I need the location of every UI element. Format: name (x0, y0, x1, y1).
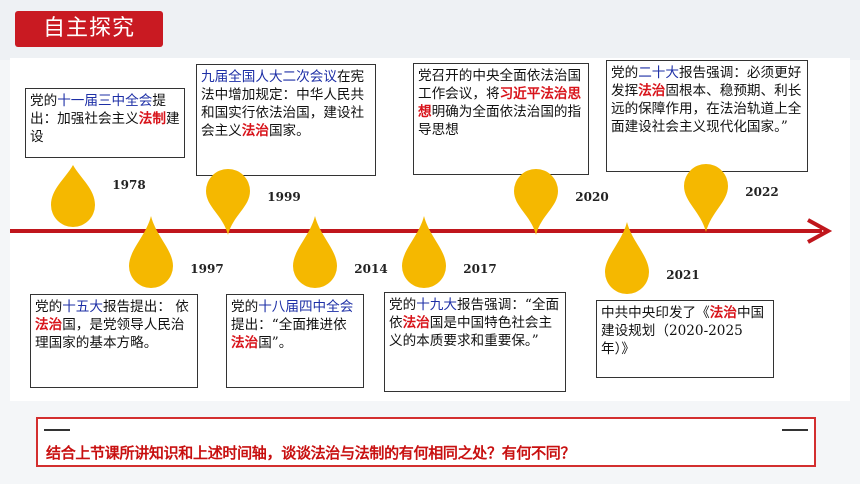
event-card-2020: 党召开的中央全面依法治国工作会议，将习近平法治思想明确为全面依法治国的指导思想 (413, 63, 589, 175)
event-card-1999: 九届全国人大二次会议在宪法中增加规定：中华人民共和国实行依法治国，建设社会主义法… (196, 64, 376, 176)
card-text-segment: 提出：加强社会主义 (30, 93, 166, 127)
year-marker-2014: 2014 (287, 216, 388, 288)
card-text-segment: 固根本、稳预期、利长远的保障作用，在法治轨道上全面建设社会主义现代化国家。” (611, 83, 802, 135)
card-text-segment: 法治 (35, 317, 63, 333)
card-text-segment: 法制 (138, 111, 166, 127)
card-text-segment: 法治 (402, 315, 430, 331)
card-text-segment: 习近平法治思想 (418, 86, 582, 120)
card-text-segment: 国是中国特色社会主义的本质要求和重要保。” (389, 315, 553, 349)
card-text-segment: 提出：“全面推进依 (231, 317, 347, 333)
card-text-segment: 九届全国人大二次会议 (201, 69, 337, 85)
card-text-segment: 国，是党领导人民治理国家的基本方略。 (35, 317, 185, 351)
card-text-segment: 报告强调：“全面依 (389, 297, 560, 331)
year-marker-1997: 1997 (123, 216, 224, 288)
card-text-segment: 二十大 (638, 65, 679, 81)
year-marker-1999: 1999 (200, 165, 301, 235)
question-text: 结合上节课所讲知识和上述时间轴，谈谈法治与法制的有何相同之处？有何不同？ (46, 444, 576, 462)
year-marker-1978: 1978 (45, 165, 146, 233)
year-marker-2017: 2017 (396, 216, 497, 288)
corner-tick-right (782, 429, 808, 431)
card-text-segment: 党的 (30, 93, 58, 109)
card-text-segment: 党的 (611, 65, 639, 81)
year-marker-2022: 2022 (678, 160, 779, 232)
card-text-segment: 明确为全面依法治国的指导思想 (418, 104, 582, 138)
card-text-segment: 十九大 (416, 297, 457, 313)
card-text-segment: 国家。 (268, 123, 310, 139)
event-card-1997: 党的十五大报告提出： 依法治国，是党领导人民治理国家的基本方略。 (30, 294, 198, 388)
card-text-segment: 党召开的中央全面依法治国工作会议，将 (418, 68, 582, 102)
card-text-segment: 报告提出： 依 (102, 299, 189, 315)
card-text-segment: 党的 (389, 297, 417, 313)
card-text-segment: 十八届四中全会 (258, 299, 354, 315)
card-text-segment: 建设 (30, 111, 180, 145)
card-text-segment: 中国建设规划（2020-2025年）》 (601, 305, 765, 357)
card-text-segment: 法治 (709, 305, 737, 321)
card-text-segment: 法治 (231, 335, 259, 351)
card-text-segment: 十五大 (62, 299, 103, 315)
card-text-segment: 法治 (638, 83, 666, 99)
card-text-segment: 国”。 (258, 335, 293, 351)
year-marker-2021: 2021 (599, 222, 700, 294)
question-box: 结合上节课所讲知识和上述时间轴，谈谈法治与法制的有何相同之处？有何不同？ (36, 417, 816, 467)
card-text-segment: 在宪法中增加规定：中华人民共和国实行依法治国，建设社会主义 (201, 69, 365, 139)
card-text-segment: 法治 (241, 123, 269, 139)
slide-title: 自主探究 (15, 11, 163, 47)
card-text-segment: 十一届三中全会 (57, 93, 153, 109)
event-card-1978: 党的十一届三中全会提出：加强社会主义法制建设 (25, 88, 185, 158)
card-text-segment: 党的 (231, 299, 259, 315)
event-card-2014: 党的十八届四中全会提出：“全面推进依法治国”。 (226, 294, 364, 388)
year-marker-2020: 2020 (508, 165, 609, 235)
event-card-2021: 中共中央印发了《法治中国建设规划（2020-2025年）》 (596, 300, 774, 378)
corner-tick-left (44, 429, 70, 431)
event-card-2017: 党的十九大报告强调：“全面依法治国是中国特色社会主义的本质要求和重要保。” (384, 292, 566, 392)
card-text-segment: 报告强调：必须更好发挥 (611, 65, 802, 99)
card-text-segment: 中共中央印发了《 (601, 305, 710, 321)
event-card-2022: 党的二十大报告强调：必须更好发挥法治固根本、稳预期、利长远的保障作用，在法治轨道… (606, 60, 808, 172)
card-text-segment: 党的 (35, 299, 63, 315)
